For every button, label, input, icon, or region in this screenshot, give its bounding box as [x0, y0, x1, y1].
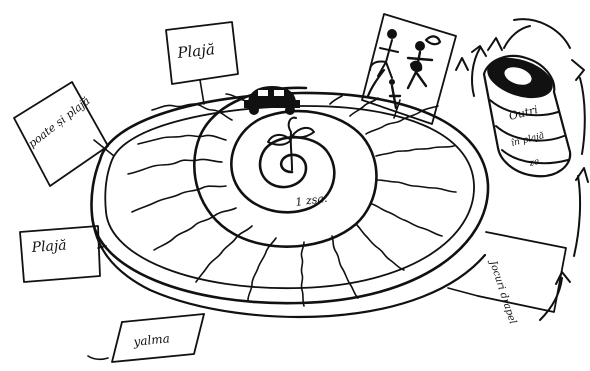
barrel-line-1: Outri — [508, 103, 540, 123]
sign-left-lower-text: Plajă — [30, 238, 67, 256]
sign-bottom: yalma — [88, 314, 204, 362]
sign-top-text: Plajă — [176, 40, 216, 62]
barrel-line-2: în plajă — [510, 130, 545, 149]
sign-left-upper: poate și plajă — [14, 82, 114, 186]
person-icon — [408, 36, 440, 88]
ripple-lines — [128, 94, 456, 306]
sign-top: Plajă — [166, 22, 238, 104]
sign-bottom-text: yalma — [132, 331, 171, 349]
sign-right-lower-text: Jocuri drapel — [487, 258, 518, 326]
car-icon — [244, 86, 300, 115]
plant-icon — [268, 118, 314, 170]
sign-left-lower: Plajă — [20, 226, 106, 282]
barrel-line-3: ze — [527, 157, 540, 169]
sign-left-upper-text: poate și plajă — [26, 94, 93, 150]
barrel: Outri în plajă ze — [482, 50, 570, 176]
center-label: 1 zsa. — [295, 192, 328, 209]
